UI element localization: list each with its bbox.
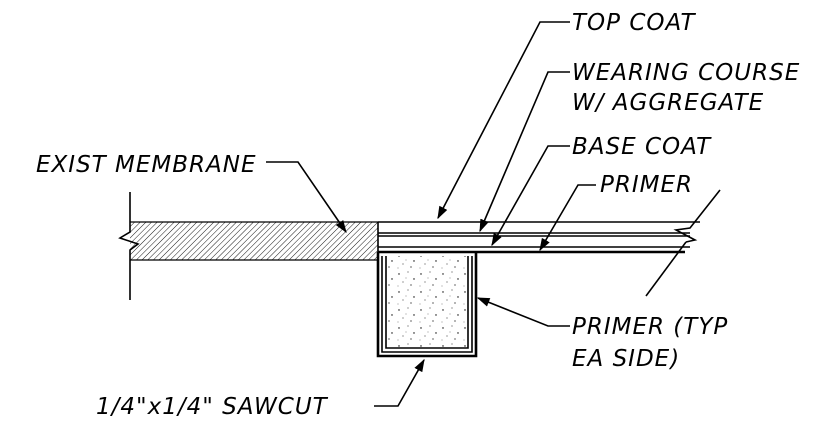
label-top-coat: TOP COAT bbox=[572, 10, 697, 36]
break-line-left bbox=[118, 192, 140, 300]
sawcut-joint bbox=[376, 252, 478, 358]
leaders bbox=[266, 21, 596, 407]
leader-top-coat bbox=[437, 21, 570, 220]
leader-wearing-course bbox=[479, 71, 570, 233]
coating-layers bbox=[377, 221, 700, 255]
break-line-right bbox=[645, 189, 721, 297]
label-primer-ea-side: EA SIDE) bbox=[572, 346, 680, 372]
existing-membrane bbox=[130, 221, 378, 261]
leader-base-coat bbox=[491, 145, 570, 247]
sealant-fill bbox=[386, 256, 468, 348]
label-primer-typ: PRIMER (TYP bbox=[572, 314, 728, 340]
label-wearing-course: WEARING COURSE bbox=[572, 60, 800, 86]
label-wearing-course-aggregate: W/ AGGREGATE bbox=[572, 90, 764, 116]
leader-primer-typ bbox=[476, 297, 570, 327]
label-base-coat: BASE COAT bbox=[572, 134, 712, 160]
label-primer: PRIMER bbox=[600, 172, 693, 198]
leader-primer bbox=[539, 184, 596, 252]
leader-exist-membrane bbox=[266, 161, 347, 234]
leader-sawcut bbox=[374, 358, 425, 407]
label-exist-membrane: EXIST MEMBRANE bbox=[36, 152, 256, 178]
label-sawcut: 1/4"x1/4" SAWCUT bbox=[96, 394, 329, 420]
